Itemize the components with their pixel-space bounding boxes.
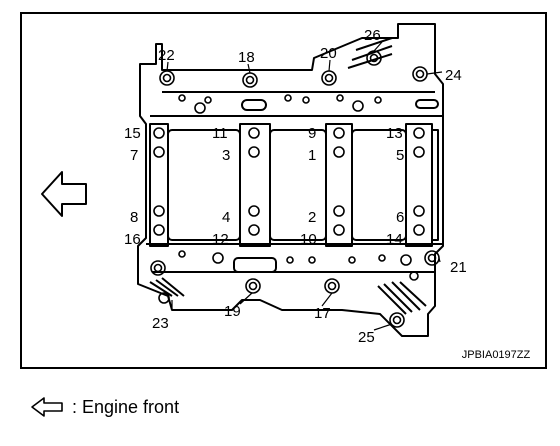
figure-code: JPBIA0197ZZ <box>462 349 531 361</box>
callout-4: 4 <box>222 209 230 226</box>
callout-10: 10 <box>300 231 317 248</box>
callout-23: 23 <box>152 315 169 332</box>
callout-6: 6 <box>396 209 404 226</box>
callout-9: 9 <box>308 125 316 142</box>
diagram-frame: 22 18 20 26 24 15 11 9 13 7 3 1 5 8 4 2 … <box>20 12 547 369</box>
callout-22: 22 <box>158 47 175 64</box>
callout-11: 11 <box>212 125 228 142</box>
callout-14: 14 <box>386 231 403 248</box>
callout-20: 20 <box>320 45 337 62</box>
callout-24: 24 <box>445 67 462 84</box>
left-hollow-arrow-icon <box>31 397 63 417</box>
left-hollow-arrow-icon <box>41 171 87 217</box>
callout-7: 7 <box>130 147 138 164</box>
callout-1: 1 <box>308 147 316 164</box>
callout-2: 2 <box>308 209 316 226</box>
callout-5: 5 <box>396 147 404 164</box>
callout-19: 19 <box>224 303 241 320</box>
lower-cylinder-block-diagram: 22 18 20 26 24 15 11 9 13 7 3 1 5 8 4 2 … <box>41 23 531 361</box>
callout-26: 26 <box>364 27 381 44</box>
legend: : Engine front <box>30 392 179 422</box>
callout-12: 12 <box>212 231 229 248</box>
callout-17: 17 <box>314 305 331 322</box>
callout-15: 15 <box>124 125 141 142</box>
callout-25: 25 <box>358 329 375 346</box>
legend-text: : Engine front <box>72 396 180 417</box>
callout-8: 8 <box>130 209 138 226</box>
callout-16: 16 <box>124 231 141 248</box>
callout-13: 13 <box>386 125 403 142</box>
callout-18: 18 <box>238 49 255 66</box>
callout-3: 3 <box>222 147 230 164</box>
callout-21: 21 <box>450 259 467 276</box>
